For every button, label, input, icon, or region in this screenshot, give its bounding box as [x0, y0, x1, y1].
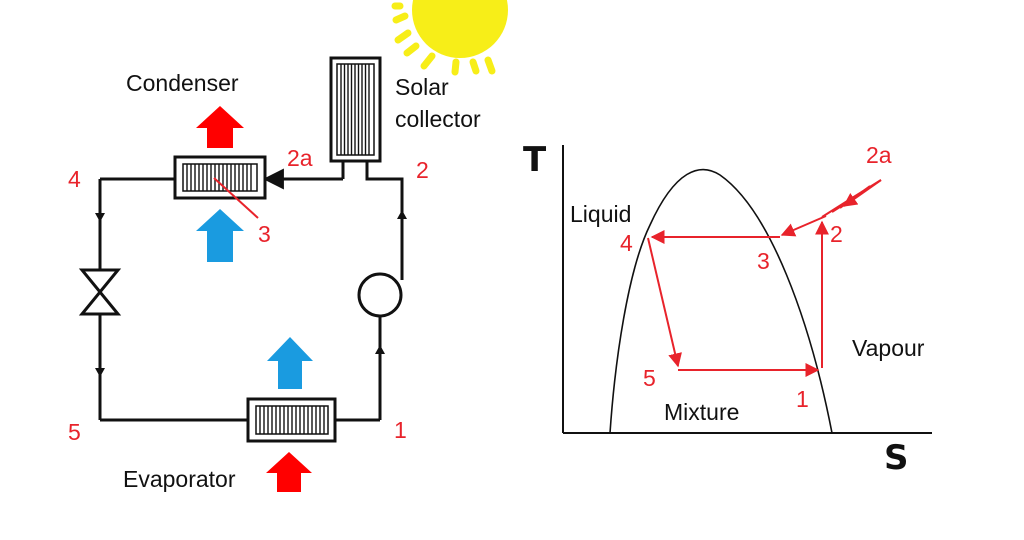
solar-collector: [329, 56, 382, 163]
expansion-valve-icon: [78, 268, 122, 316]
axis-label-t: T: [523, 140, 547, 180]
ts-point-3: 3: [757, 248, 770, 274]
axis-label-s: S: [884, 438, 909, 478]
condenser-label: Condenser: [126, 70, 239, 96]
cycle-point-2a: 2a: [287, 145, 313, 171]
heat-out-arrow-icon: [196, 106, 244, 148]
ts-point-2a: 2a: [866, 142, 892, 168]
region-vapour-label: Vapour: [852, 335, 925, 361]
heat-out-evaporator-arrow-icon: [267, 337, 313, 389]
cycle-point-1: 1: [394, 417, 407, 443]
ts-cycle-path: [647, 179, 882, 377]
cool-in-arrow-icon: [196, 209, 244, 262]
evaporator-exchanger: [246, 397, 337, 443]
condenser-exchanger: [173, 155, 267, 200]
cycle-point-4: 4: [68, 166, 81, 192]
sun-icon: [391, 0, 508, 76]
ts-point-4: 4: [620, 230, 633, 256]
region-liquid-label: Liquid: [570, 201, 631, 227]
ts-point-2: 2: [830, 221, 843, 247]
ts-point-5: 5: [643, 365, 656, 391]
heat-in-arrow-icon: [266, 452, 312, 492]
ts-point-1: 1: [796, 386, 809, 412]
saturation-dome: [609, 168, 833, 434]
cycle-point-5: 5: [68, 419, 81, 445]
refrigeration-circuit: [98, 161, 404, 422]
solar-collector-label-line1: Solar: [395, 74, 449, 100]
ts-axes: [562, 145, 932, 434]
pump-icon: [357, 272, 403, 318]
cycle-point-2: 2: [416, 157, 429, 183]
point-3-leader: [213, 177, 259, 219]
flow-arrows: [95, 210, 407, 377]
cycle-point-3: 3: [258, 221, 271, 247]
evaporator-label: Evaporator: [123, 466, 236, 492]
solar-collector-label-line2: collector: [395, 106, 481, 132]
region-mixture-label: Mixture: [664, 399, 739, 425]
